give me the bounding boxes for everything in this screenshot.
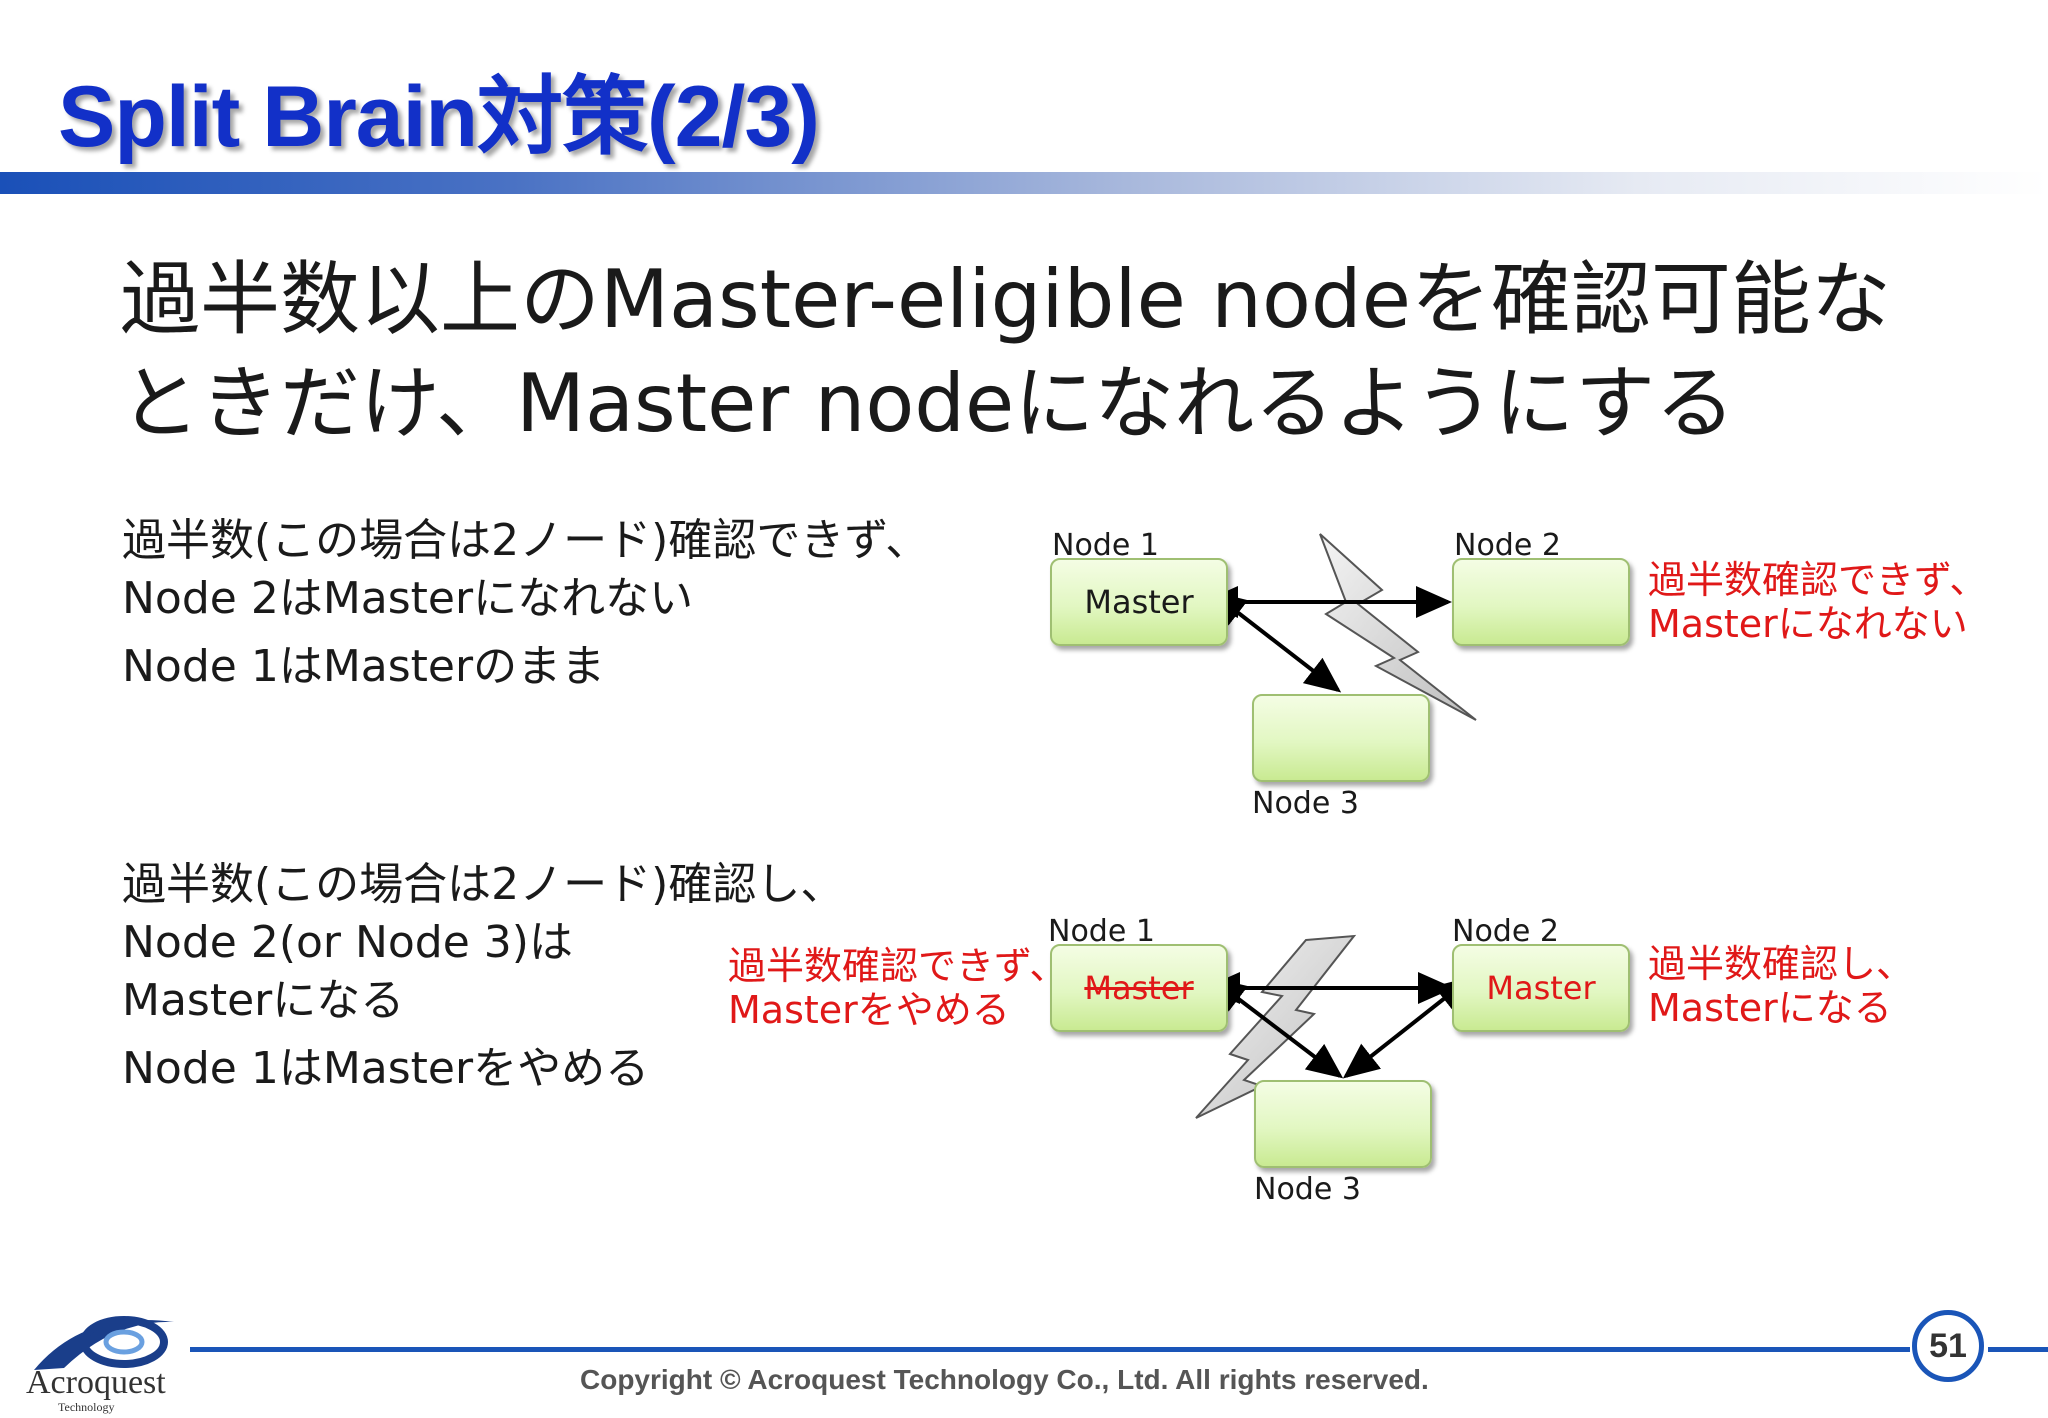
case2-text-3: Masterになる — [122, 975, 405, 1026]
case2-node1-note-1: 過半数確認できず、 — [728, 944, 1068, 988]
case2-text-2: Node 2(or Node 3)は — [122, 917, 573, 968]
case1-text-3: Node 1はMasterのまま — [122, 641, 606, 692]
case2-node2-note-1: 過半数確認し、 — [1648, 942, 1915, 986]
case2-node1-label: Node 1 — [1048, 914, 1155, 949]
case1-node3-label: Node 3 — [1252, 786, 1359, 821]
case1-node1-role: Master — [1084, 583, 1194, 621]
case2-node3-box — [1254, 1080, 1432, 1168]
case2-node2-role: Master — [1486, 969, 1596, 1007]
page-number: 51 — [1929, 1326, 1967, 1365]
case1-node2-note-2: Masterになれない — [1648, 602, 1968, 646]
case2-arrow-node2-node3 — [1342, 976, 1472, 1079]
footer-divider — [190, 1347, 1910, 1352]
case2-node2-note-2: Masterになる — [1648, 986, 1892, 1030]
case2-node1-note-2: Masterをやめる — [728, 988, 1010, 1032]
case1-arrow-node1-node3 — [1209, 590, 1342, 693]
case1-node2-note: 過半数確認できず、 Masterになれない — [1648, 558, 1987, 646]
case1-node1-box: Master — [1050, 558, 1228, 646]
logo-wordmark: Acroquest — [26, 1364, 166, 1401]
case2-description: 過半数(この場合は2ノード)確認し、 Node 2(or Node 3)は Ma… — [122, 856, 844, 1098]
case1-node3-box — [1252, 694, 1430, 782]
case2-node2-box: Master — [1452, 944, 1630, 1032]
case2-node2-label: Node 2 — [1452, 914, 1559, 949]
copyright-notice: Copyright © Acroquest Technology Co., Lt… — [580, 1364, 1429, 1395]
case2-node2-note: 過半数確認し、 Masterになる — [1648, 942, 1914, 1030]
footer-divider-right — [1988, 1347, 2048, 1352]
lead-statement: 過半数以上のMaster-eligible nodeを確認可能な ときだけ、Ma… — [120, 248, 1891, 456]
case2-text-1: 過半数(この場合は2ノード)確認し、 — [122, 859, 845, 910]
case2-node3-label: Node 3 — [1254, 1172, 1361, 1207]
case2-node1-note: 過半数確認できず、 Masterをやめる — [728, 944, 1067, 1032]
case1-text-2: Node 2はMasterになれない — [122, 573, 694, 624]
lead-line-2: ときだけ、Master nodeになれるようにする — [120, 357, 1736, 450]
logo-subtext: Technology — [58, 1400, 115, 1414]
case1-text-1: 過半数(この場合は2ノード)確認できず、 — [122, 515, 930, 566]
slide-title: Split Brain対策(2/3) — [58, 69, 820, 165]
case1-description: 過半数(この場合は2ノード)確認できず、 Node 2はMasterになれない … — [122, 512, 929, 696]
case2-text-4: Node 1はMasterをやめる — [122, 1043, 650, 1094]
lead-line-1: 過半数以上のMaster-eligible nodeを確認可能な — [120, 253, 1891, 346]
case1-node2-box — [1452, 558, 1630, 646]
case2-arrow-node1-node3 — [1209, 977, 1344, 1079]
case1-node2-note-1: 過半数確認できず、 — [1648, 558, 1988, 602]
case2-node1-box: Master — [1050, 944, 1228, 1032]
case1-node1-label: Node 1 — [1052, 528, 1159, 563]
acroquest-logo-icon — [34, 1316, 174, 1370]
title-underline-bar — [0, 172, 2048, 194]
page-number-badge: 51 — [1912, 1310, 1984, 1382]
case1-node2-label: Node 2 — [1454, 528, 1561, 563]
case2-node1-role-struck: Master — [1084, 969, 1194, 1007]
